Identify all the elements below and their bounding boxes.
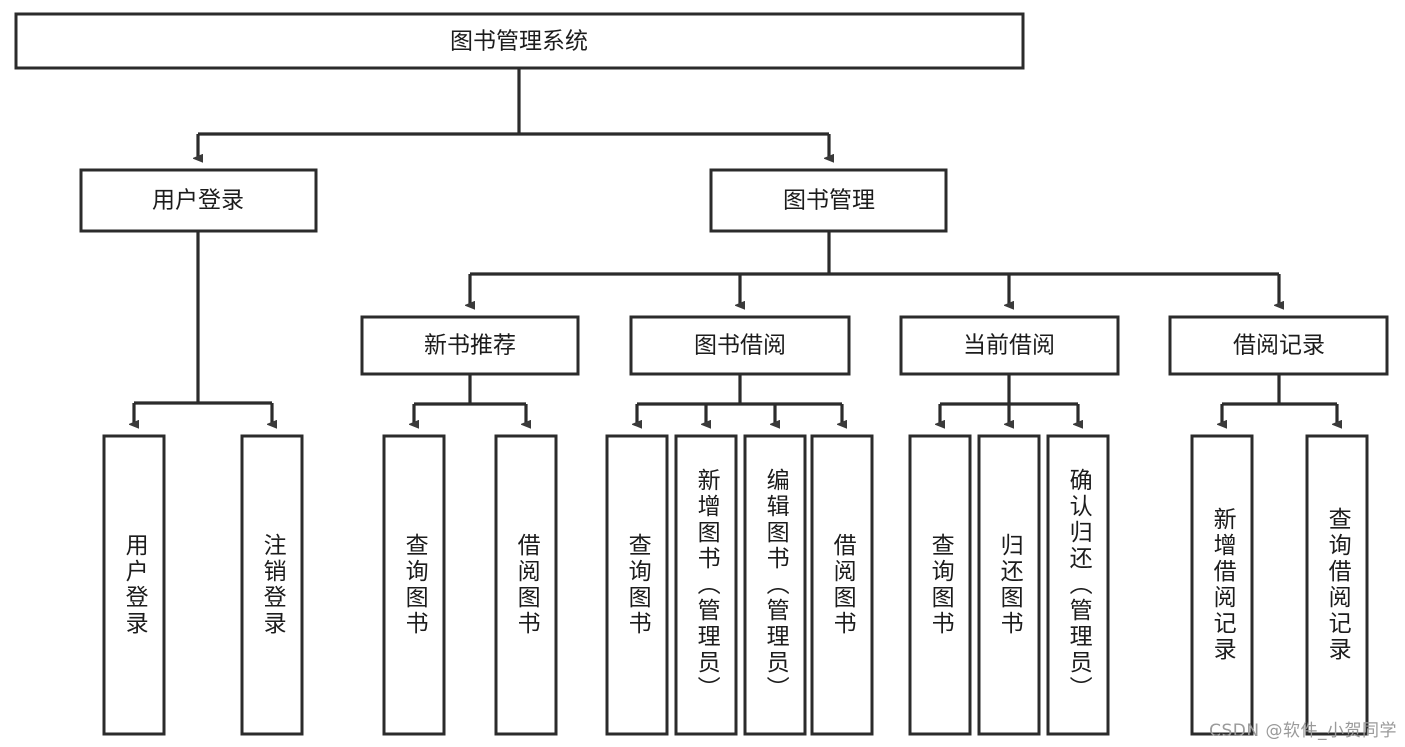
connector-borrow-record-to-leaves [1222,374,1337,424]
label-current-borrow: 当前借阅 [963,333,1055,359]
node-leaf-query-book-1[interactable] [382,434,446,736]
node-new-book-recommend[interactable] [360,315,580,376]
node-leaf-return-book[interactable] [977,434,1041,736]
connector-user-login-to-leaves [134,231,272,424]
label-book-manage: 图书管理 [783,188,875,214]
node-leaf-query-book-2[interactable] [605,434,669,736]
node-book-manage[interactable] [709,168,948,233]
node-leaf-add-record[interactable] [1190,434,1254,736]
node-leaf-user-logout[interactable] [240,434,304,736]
connector-book-borrow-to-leaves [637,374,842,424]
connector-current-borrow-to-leaves [940,374,1078,424]
node-leaf-add-book[interactable] [674,434,738,736]
label-new-book-recommend: 新书推荐 [424,333,516,359]
node-leaf-borrow-book-2[interactable] [810,434,874,736]
label-book-borrow: 图书借阅 [694,333,786,359]
node-leaf-user-login[interactable] [102,434,166,736]
node-borrow-record[interactable] [1168,315,1389,376]
node-leaf-confirm-return[interactable] [1046,434,1110,736]
label-borrow-record: 借阅记录 [1233,333,1325,359]
node-book-borrow[interactable] [629,315,851,376]
label-user-login: 用户登录 [152,188,244,214]
connector-root-to-level2 [198,68,829,158]
node-root[interactable] [14,12,1025,70]
node-current-borrow[interactable] [899,315,1120,376]
watermark-text: CSDN @软件_小贺同学 [1209,721,1397,741]
node-user-login[interactable] [79,168,318,233]
node-leaf-query-record[interactable] [1305,434,1369,736]
node-leaf-borrow-book-1[interactable] [494,434,558,736]
connector-new-book-recommend-to-leaves [414,374,526,424]
node-leaf-query-book-3[interactable] [908,434,972,736]
connector-book-manage-to-level3 [470,231,1279,305]
node-leaf-edit-book[interactable] [743,434,807,736]
label-root: 图书管理系统 [450,29,588,55]
